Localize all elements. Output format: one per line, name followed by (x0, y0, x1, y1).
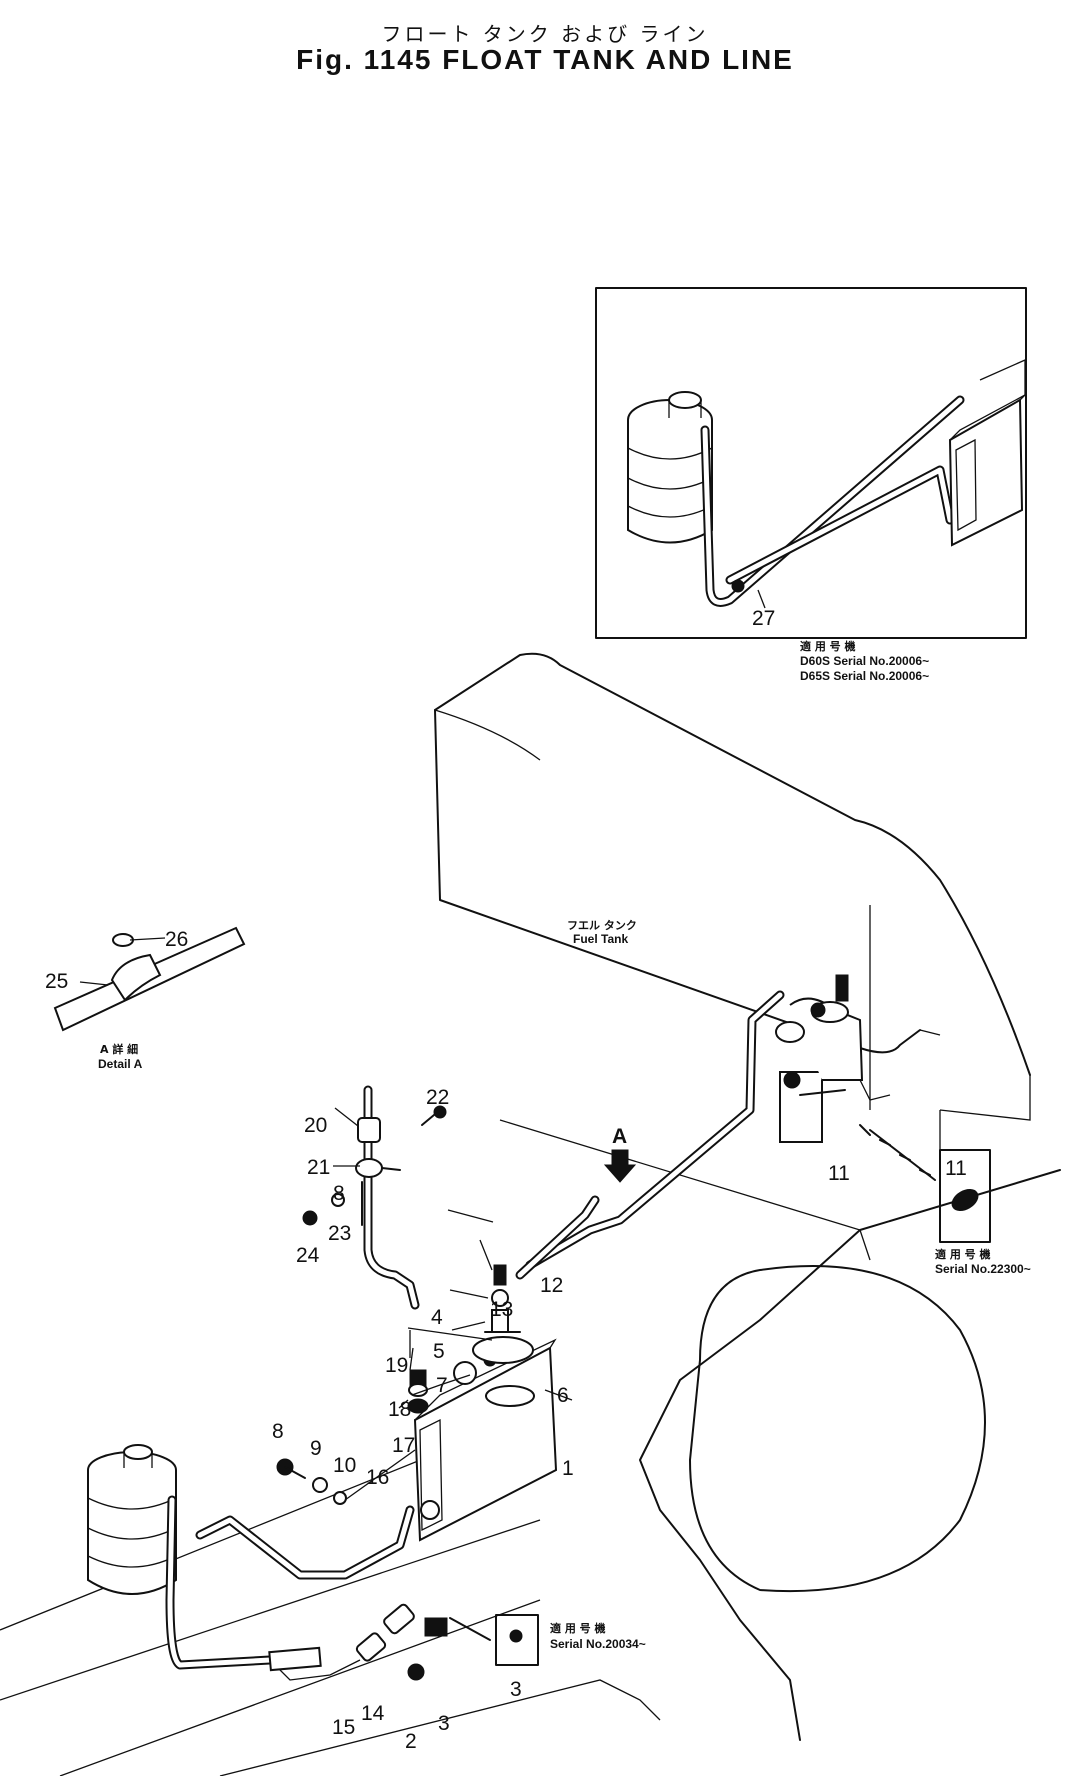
callout-2: 2 (405, 1730, 417, 1753)
inset-float-tank (627, 391, 713, 544)
inset-serial-line-2: D65S Serial No.20006~ (800, 669, 929, 683)
callout-23: 23 (328, 1222, 351, 1245)
callout-11-right: 11 (945, 1157, 967, 1180)
callout-22: 22 (426, 1086, 449, 1109)
callout-20: 20 (304, 1114, 327, 1137)
lower-fittings (355, 1603, 491, 1681)
callout-5: 5 (433, 1340, 445, 1363)
detail-label-en: Detail A (98, 1057, 143, 1071)
fuel-tank-label-jp: フエル タンク (567, 919, 637, 932)
callout-1: 1 (562, 1457, 574, 1480)
serial-note-bottom: 3 適 用 号 機 Serial No.20034~ (495, 1614, 646, 1701)
part-callouts: 1 2 3 4 5 6 7 8 9 10 11 12 13 14 15 16 1… (272, 1086, 850, 1753)
callout-19: 19 (385, 1354, 408, 1377)
callout-25: 25 (45, 970, 68, 993)
callout-21: 21 (307, 1156, 330, 1179)
detail-label-jp: A 詳 細 (100, 1042, 138, 1056)
serial-note-right: 11 適 用 号 機 Serial No.22300~ (859, 1124, 1031, 1276)
callout-17: 17 (392, 1434, 415, 1457)
fuel-tank-label-en: Fuel Tank (573, 932, 628, 946)
upper-fitting (302, 1105, 447, 1226)
callout-26: 26 (165, 928, 188, 951)
callout-3: 3 (438, 1712, 450, 1735)
detail-a: 26 25 A 詳 細 Detail A (45, 926, 246, 1071)
callout-8: 8 (272, 1420, 284, 1443)
callout-24: 24 (296, 1244, 320, 1267)
view-arrow-label: A (612, 1125, 627, 1148)
serial-note-right-heading: 適 用 号 機 (935, 1247, 991, 1261)
callout-8-upper: 8 (333, 1182, 345, 1205)
float-tank-bracket-block (413, 1338, 558, 1542)
leader-lines (333, 1107, 573, 1409)
serial-note-bottom-heading: 適 用 号 機 (550, 1621, 606, 1635)
figure-title-japanese: フロート タンク および ライン (381, 22, 709, 46)
callout-9: 9 (310, 1437, 322, 1460)
callout-10: 10 (333, 1454, 356, 1477)
view-arrow-a: A (603, 1125, 637, 1183)
inset-view: 27 (595, 287, 1027, 639)
inset-serial-heading: 適 用 号 機 (800, 639, 856, 653)
callout-14: 14 (361, 1702, 385, 1725)
figure-title: Fig. 1145 FLOAT TANK AND LINE (296, 44, 794, 75)
valve-assembly (453, 1264, 535, 1407)
callout-3-note: 3 (510, 1678, 522, 1701)
inset-valve-block (948, 358, 1026, 547)
inset-clamp (731, 579, 745, 593)
inset-serial-line-1: D60S Serial No.20006~ (800, 654, 929, 668)
callout-7: 7 (436, 1374, 448, 1397)
callout-13: 13 (490, 1298, 513, 1321)
callout-15: 15 (332, 1716, 355, 1739)
piping (165, 990, 785, 1681)
left-fittings (276, 1449, 416, 1505)
callout-16: 16 (366, 1466, 389, 1489)
callout-6: 6 (557, 1384, 569, 1407)
fuel-tank: フエル タンク Fuel Tank (434, 652, 1031, 1261)
track-frame (0, 1169, 1061, 1776)
serial-note-right-line: Serial No.22300~ (935, 1262, 1031, 1276)
serial-note-bottom-line: Serial No.20034~ (550, 1637, 646, 1651)
callout-18: 18 (388, 1398, 411, 1421)
callout-12: 12 (540, 1274, 563, 1297)
float-tank (87, 1444, 177, 1595)
inset-frame (595, 287, 1027, 639)
callout-4: 4 (431, 1306, 443, 1329)
callout-27: 27 (752, 607, 775, 630)
tank-outlet-valve (775, 974, 864, 1143)
callout-11: 11 (828, 1162, 850, 1185)
